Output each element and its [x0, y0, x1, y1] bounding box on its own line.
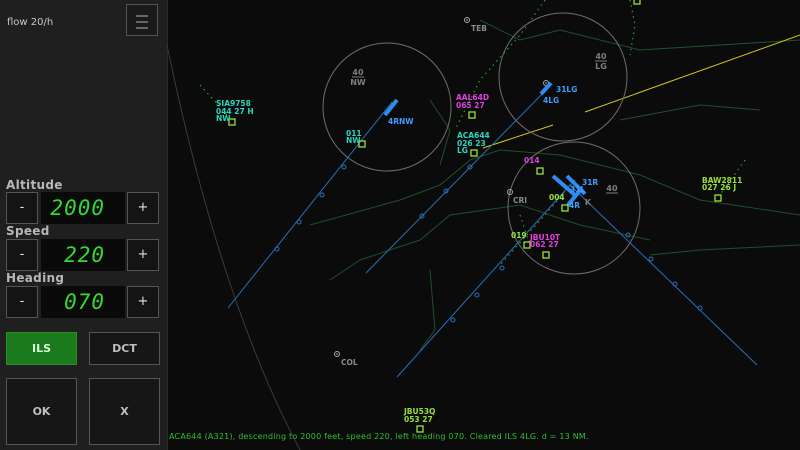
dct-button[interactable]: DCT [89, 332, 160, 365]
heading-increase-button[interactable]: + [127, 286, 159, 318]
aircraft-target[interactable]: JBU10T 062 27 [529, 233, 561, 259]
aircraft-target[interactable]: JBU53Q 053 27 [403, 407, 435, 433]
cancel-button[interactable]: X [89, 378, 160, 445]
altitude-increase-button[interactable]: + [127, 192, 159, 224]
menu-button[interactable] [126, 4, 158, 36]
beacon-icon [507, 189, 513, 195]
zone-label-bottom: K [585, 198, 592, 207]
airport-zones [322, 12, 641, 275]
beacon-icon [334, 351, 340, 357]
heading-decrease-button[interactable]: - [6, 286, 38, 318]
aircraft-target[interactable]: ACA644 026 23 LG [457, 131, 490, 157]
aircraft-callsign: ACA644 [457, 131, 490, 140]
control-panel: flow 20/h Altitude - 2000 + Speed - 220 … [0, 0, 168, 450]
runway-label: 4R [569, 201, 580, 210]
speed-increase-button[interactable]: + [127, 239, 159, 271]
approach-trails [199, 0, 746, 266]
aircraft-callsign: SIA9758 [216, 99, 251, 108]
aircraft-callsign: JBU53Q [403, 407, 435, 416]
zone-label-bottom: LG [595, 62, 607, 71]
aircraft-destination: NW [216, 114, 231, 123]
status-message: ACA644 (A321), descending to 2000 feet, … [169, 432, 589, 441]
aircraft-target[interactable]: 004 [549, 193, 569, 212]
speed-decrease-button[interactable]: - [6, 239, 38, 271]
runway-strips [383, 81, 587, 207]
altitude-label: Altitude [6, 178, 63, 192]
radar-scope[interactable]: 40 NW 40 LG 40 K TEB CRI COL [167, 0, 800, 450]
heading-label: Heading [6, 271, 65, 285]
altitude-decrease-button[interactable]: - [6, 192, 38, 224]
aircraft-square-icon[interactable] [633, 0, 641, 5]
aircraft-target[interactable]: 019 [511, 231, 531, 249]
speed-display: 220 [41, 239, 125, 271]
zone-label-lines [352, 60, 618, 194]
beacon-label: TEB [471, 24, 487, 33]
aircraft-info: 053 27 [404, 415, 433, 424]
centerline-fixes [274, 164, 703, 323]
runway-centerlines [227, 85, 758, 378]
aircraft-square-icon[interactable] [228, 118, 236, 126]
aircraft-target[interactable]: 011 NW [346, 129, 366, 148]
aircraft-callsign: 004 [549, 193, 565, 202]
runway-label: 4LG [543, 96, 559, 105]
aircraft-square-icon[interactable] [468, 111, 476, 119]
aircraft-callsign: BAW2811 [702, 176, 742, 185]
aircraft-square-icon[interactable] [714, 194, 722, 202]
ils-button[interactable]: ILS [6, 332, 77, 365]
aircraft-square-icon[interactable] [416, 425, 424, 433]
aircraft-info: 027 26 J [702, 183, 736, 192]
aircraft-callsign: AAL64D [456, 93, 489, 102]
aircraft-info: 065 27 [456, 101, 485, 110]
aircraft-target[interactable]: AAL64D 065 27 [456, 93, 489, 119]
ok-button[interactable]: OK [6, 378, 77, 445]
aircraft-square-icon[interactable] [523, 241, 531, 249]
zone-label-bottom: NW [350, 78, 366, 87]
aircraft-callsign: 019 [511, 231, 527, 240]
aircraft-square-icon[interactable] [561, 204, 569, 212]
aircraft-target[interactable]: 014 [524, 156, 544, 175]
speed-label: Speed [6, 224, 50, 238]
aircraft-callsign: JBU10T [529, 233, 561, 242]
beacon-icon [464, 17, 470, 23]
zone-label-top: 40 [352, 68, 364, 77]
hamburger-icon [136, 15, 148, 29]
terrain-outline [309, 19, 800, 351]
beacon-label: COL [341, 358, 358, 367]
runway-label: 31LG [556, 85, 577, 94]
aircraft-destination: NW [346, 136, 361, 145]
runway-label: 31L [570, 185, 585, 194]
flow-rate-label: flow 20/h [7, 17, 54, 28]
runway-label: 4RNW [388, 117, 414, 126]
aircraft-info: 062 27 [530, 240, 559, 249]
aircraft-info: 026 23 [457, 139, 486, 148]
zone-label-top: 40 [606, 184, 618, 193]
route-lines [482, 34, 800, 149]
aircraft-target[interactable]: SIA9758 044 27 H NW [216, 99, 254, 126]
altitude-display: 2000 [41, 192, 125, 224]
heading-display: 070 [41, 286, 125, 318]
beacon-label: CRI [513, 196, 527, 205]
zone-label-top: 40 [595, 52, 607, 61]
aircraft-target[interactable]: BAW2811 027 26 J [702, 176, 742, 202]
aircraft-callsign: 014 [524, 156, 540, 165]
runway-label: 31R [582, 178, 598, 187]
aircraft-destination: LG [457, 146, 468, 155]
aircraft-square-icon[interactable] [358, 140, 366, 148]
aircraft-square-icon[interactable] [470, 149, 478, 157]
scope-range-ring [167, 44, 301, 450]
aircraft-square-icon[interactable] [542, 251, 550, 259]
aircraft-square-icon[interactable] [536, 167, 544, 175]
aircraft-callsign: 011 [346, 129, 362, 138]
aircraft-info: 044 27 H [216, 107, 254, 116]
